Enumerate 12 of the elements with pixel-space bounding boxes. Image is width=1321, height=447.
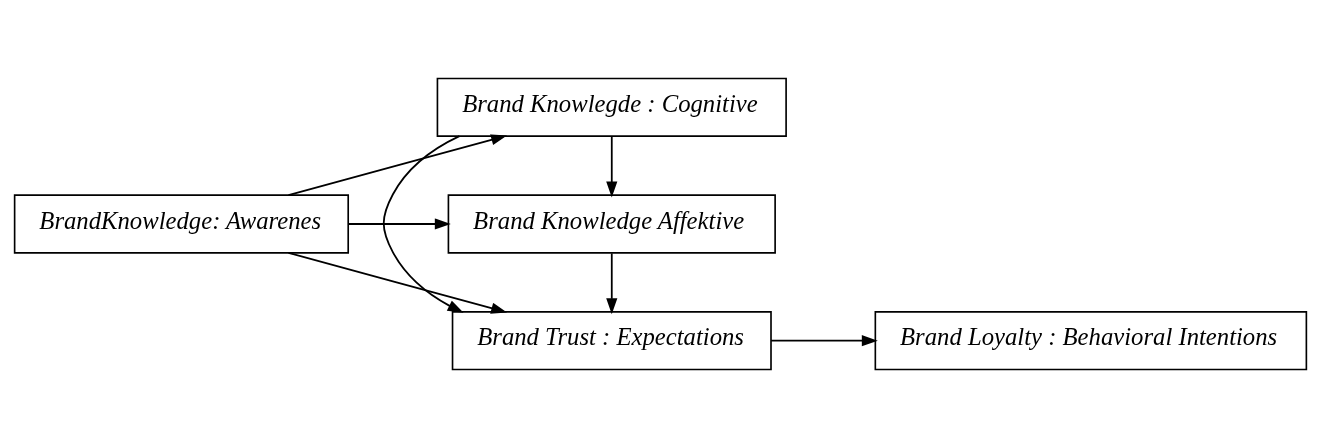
node-box: Brand Trust : Expectations [451, 310, 772, 370]
arrow [287, 133, 508, 196]
arrow [606, 252, 618, 314]
node-box: BrandKnowledge: Awarenes [13, 193, 350, 254]
node-box: Brand Knowlegde : Cognitive [436, 77, 787, 137]
node-box: Brand Loyalty : Behavioral Intentions [874, 310, 1308, 370]
arrow [770, 334, 878, 346]
arrow [287, 251, 508, 314]
arrow [347, 217, 451, 230]
arrow [382, 134, 464, 313]
node-box: Brand Knowledge Affektive [447, 193, 776, 254]
arrow [606, 135, 618, 198]
